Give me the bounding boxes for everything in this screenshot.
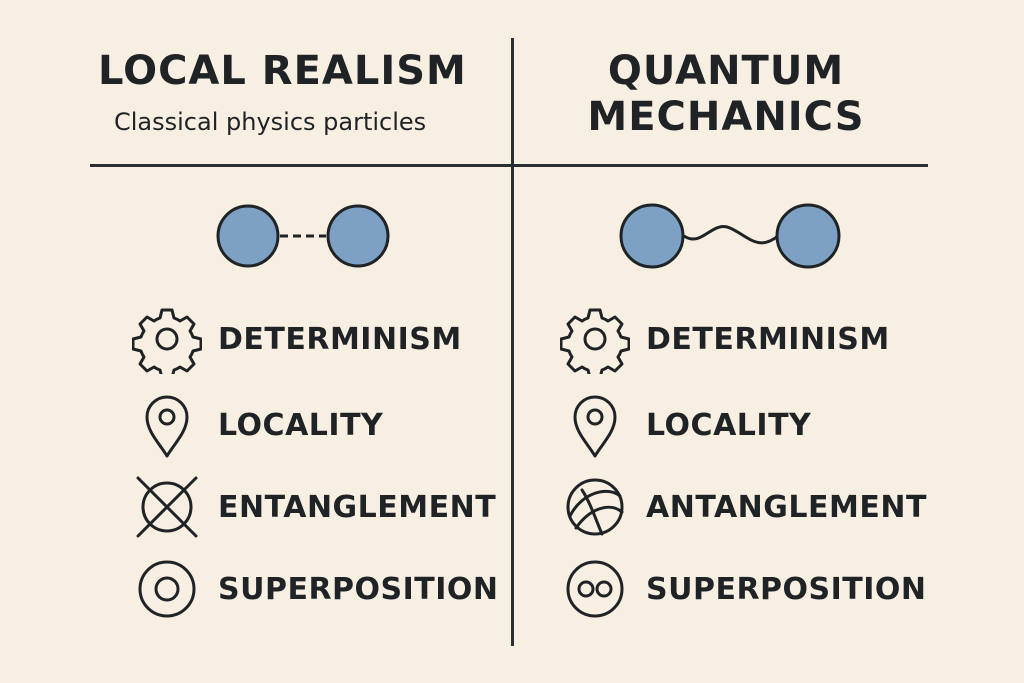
- left-item-superposition: SUPERPOSITION: [132, 554, 499, 624]
- item-label: ENTANGLEMENT: [218, 489, 497, 525]
- item-label: ANTANGLEMENT: [646, 489, 927, 525]
- orbit-globe-icon: [566, 478, 624, 536]
- quantum-particle-right: [775, 203, 841, 269]
- classical-particle-right: [326, 204, 390, 268]
- item-label: SUPERPOSITION: [218, 571, 499, 607]
- right-item-antanglement: ANTANGLEMENT: [560, 472, 927, 542]
- right-title: QUANTUM MECHANICS: [587, 48, 865, 140]
- right-item-determinism: DETERMINISM: [560, 304, 890, 374]
- location-pin-icon: [145, 395, 189, 458]
- item-label: SUPERPOSITION: [646, 571, 927, 607]
- left-item-determinism: DETERMINISM: [132, 304, 462, 374]
- classical-particles-diagram: [216, 204, 390, 268]
- wavy-link: [683, 225, 779, 245]
- item-label: LOCALITY: [218, 407, 384, 443]
- location-pin-icon: [573, 395, 617, 458]
- left-title: LOCAL REALISM: [98, 48, 467, 94]
- classical-particle-left: [216, 204, 280, 268]
- left-item-entanglement: ENTANGLEMENT: [132, 472, 496, 542]
- crossed-circle-icon: [136, 476, 198, 538]
- concentric-circle-icon: [138, 560, 196, 618]
- right-item-superposition: SUPERPOSITION: [560, 554, 927, 624]
- quantum-particle-left: [619, 203, 685, 269]
- vertical-divider: [511, 38, 514, 646]
- double-dot-circle-icon: [566, 560, 624, 618]
- left-subtitle: Classical physics particles: [114, 108, 427, 136]
- item-label: LOCALITY: [646, 407, 812, 443]
- item-label: DETERMINISM: [646, 321, 890, 357]
- left-item-locality: LOCALITY: [132, 390, 383, 460]
- gear-icon: [560, 308, 630, 374]
- horizontal-divider: [90, 164, 928, 167]
- item-label: DETERMINISM: [218, 321, 462, 357]
- right-item-locality: LOCALITY: [560, 390, 811, 460]
- quantum-particles-diagram: [619, 203, 841, 269]
- gear-icon: [132, 308, 202, 374]
